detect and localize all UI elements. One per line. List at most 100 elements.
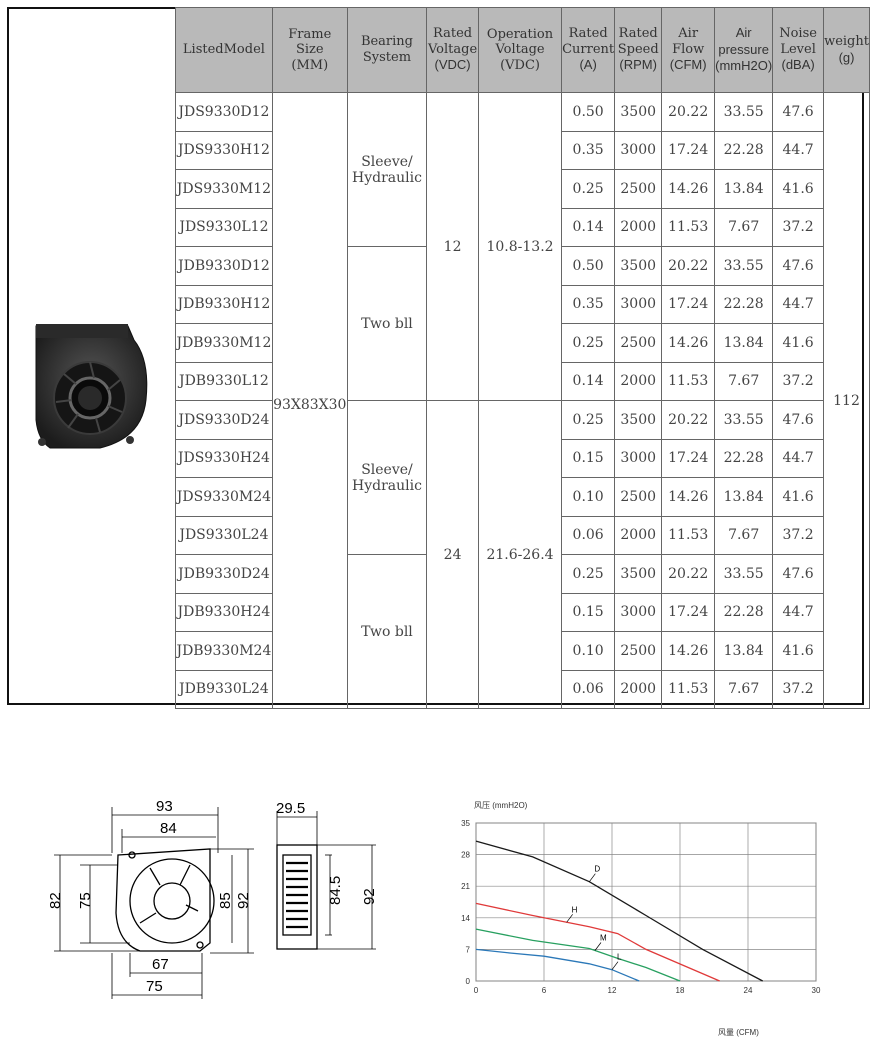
cell-pressure: 33.55 — [714, 246, 774, 286]
cell-pressure: 7.67 — [714, 361, 774, 401]
cell-noise: 37.2 — [772, 515, 825, 555]
series-line-M — [475, 928, 681, 982]
x-tick-label: 0 — [474, 986, 479, 995]
header-model: ListedModel — [175, 7, 273, 93]
cell-noise: 41.6 — [772, 631, 825, 671]
cell-noise: 37.2 — [772, 669, 825, 709]
cell-current: 0.35 — [561, 284, 616, 324]
cell-pressure: 33.55 — [714, 554, 774, 594]
y-tick-label: 0 — [466, 977, 471, 986]
cell-current: 0.14 — [561, 207, 616, 247]
cell-noise: 44.7 — [772, 438, 825, 478]
cell-current: 0.15 — [561, 438, 616, 478]
cell-speed: 3000 — [614, 284, 663, 324]
cell-operation-voltage: 21.6-26.4 — [477, 400, 563, 709]
cell-noise: 47.6 — [772, 554, 825, 594]
cell-bearing: Sleeve/Hydraulic — [346, 400, 428, 555]
dim-inner-height: 75 — [77, 892, 94, 909]
cell-current: 0.06 — [561, 669, 616, 709]
cell-airflow: 11.53 — [661, 361, 716, 401]
cell-pressure: 22.28 — [714, 284, 774, 324]
bearing-line: Sleeve/ — [361, 461, 413, 478]
cell-model: JDB9330M12 — [175, 323, 273, 363]
cell-speed: 3000 — [614, 438, 663, 478]
cell-speed: 3000 — [614, 130, 663, 170]
cell-current: 0.50 — [561, 246, 616, 286]
cell-frame-size: 93X83X30 — [271, 92, 348, 709]
dimension-drawing: 93 84 82 75 85 92 67 75 29.5 84.5 92 — [47, 798, 378, 999]
chart-ylabel: 风压 (mmH2O) — [474, 801, 528, 810]
cell-airflow: 17.24 — [661, 284, 716, 324]
cell-model: JDS9330H24 — [175, 438, 273, 478]
cell-noise: 44.7 — [772, 130, 825, 170]
cell-airflow: 17.24 — [661, 592, 716, 632]
dim-height: 82 — [47, 892, 64, 909]
cell-airflow: 14.26 — [661, 323, 716, 363]
cell-pressure: 7.67 — [714, 207, 774, 247]
cell-model: JDS9330D24 — [175, 400, 273, 440]
cell-pressure: 22.28 — [714, 130, 774, 170]
chart-xlabel: 风量 (CFM) — [718, 1028, 759, 1037]
cell-current: 0.10 — [561, 631, 616, 671]
cell-airflow: 11.53 — [661, 669, 716, 709]
cell-speed: 3500 — [614, 92, 663, 132]
cell-current: 0.25 — [561, 169, 616, 209]
y-tick-label: 21 — [461, 882, 470, 891]
x-tick-label: 6 — [542, 986, 547, 995]
cell-model: JDB9330D24 — [175, 554, 273, 594]
cell-bearing: Two bll — [346, 246, 428, 401]
cell-model: JDS9330M24 — [175, 477, 273, 517]
cell-speed: 3500 — [614, 554, 663, 594]
cell-airflow: 20.22 — [661, 92, 716, 132]
bearing-line: Sleeve/ — [361, 153, 413, 170]
cell-current: 0.14 — [561, 361, 616, 401]
series-label-D: D — [594, 865, 600, 874]
series-line-H — [475, 902, 720, 982]
dim-side-height-a: 84.5 — [327, 876, 344, 905]
cell-pressure: 7.67 — [714, 515, 774, 555]
dim-thickness: 29.5 — [276, 800, 305, 817]
cell-airflow: 11.53 — [661, 515, 716, 555]
cell-model: JDB9330L24 — [175, 669, 273, 709]
cell-pressure: 33.55 — [714, 92, 774, 132]
cell-speed: 2500 — [614, 169, 663, 209]
cell-current: 0.10 — [561, 477, 616, 517]
cell-current: 0.25 — [561, 323, 616, 363]
cell-pressure: 13.84 — [714, 323, 774, 363]
cell-pressure: 13.84 — [714, 477, 774, 517]
cell-airflow: 14.26 — [661, 631, 716, 671]
cell-bearing: Two bll — [346, 554, 428, 709]
cell-noise: 44.7 — [772, 284, 825, 324]
series-label-L: L — [617, 953, 622, 962]
cell-model: JDB9330H12 — [175, 284, 273, 324]
series-leader-L — [611, 961, 619, 970]
cell-pressure: 33.55 — [714, 400, 774, 440]
cell-pressure: 22.28 — [714, 438, 774, 478]
cell-pressure: 22.28 — [714, 592, 774, 632]
x-tick-label: 24 — [744, 986, 753, 995]
cell-noise: 47.6 — [772, 246, 825, 286]
cell-speed: 2500 — [614, 323, 663, 363]
cell-speed: 2500 — [614, 477, 663, 517]
series-label-M: M — [600, 933, 607, 942]
bearing-line: Hydraulic — [352, 169, 422, 186]
cell-noise: 47.6 — [772, 92, 825, 132]
dim-width: 93 — [156, 798, 173, 815]
cell-speed: 2500 — [614, 631, 663, 671]
cell-speed: 2000 — [614, 361, 663, 401]
cell-speed: 2000 — [614, 669, 663, 709]
series-leader-D — [589, 873, 596, 882]
cell-current: 0.25 — [561, 554, 616, 594]
